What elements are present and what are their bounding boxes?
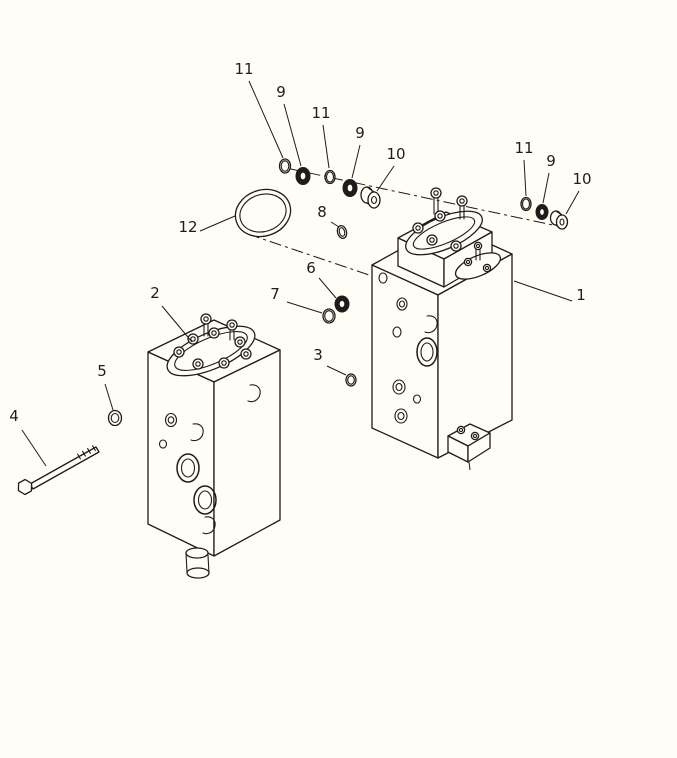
bolt-head: [450, 240, 462, 252]
bolt-head: [456, 425, 466, 435]
bolt-head: [218, 357, 230, 369]
callout-10-a: 10: [386, 145, 405, 163]
bolt-head: [200, 313, 212, 325]
o-ring-3: [345, 373, 357, 387]
washer-5: [107, 409, 123, 427]
retainer-clip: [247, 384, 261, 403]
leader-lines: [21, 80, 580, 467]
callout-8: 8: [317, 203, 327, 221]
block2-right-face: [213, 349, 281, 557]
callout-6: 6: [306, 259, 316, 277]
bolt-head: [234, 336, 246, 348]
callout-11-a: 11: [234, 60, 253, 78]
valve-block-right: [371, 187, 513, 463]
block2-bottom-stub: [185, 547, 210, 579]
retainer-clip: [424, 315, 438, 334]
callout-10-b: 10: [572, 170, 591, 188]
block1-second-plate: [454, 252, 502, 280]
seal-ring-11-c: [520, 196, 532, 212]
bolt-head: [208, 327, 220, 339]
bolt-head: [463, 257, 473, 267]
block1-ports: [378, 272, 438, 424]
block2-ports: [158, 412, 217, 515]
o-ring-9-a: [295, 167, 311, 185]
bolt-head: [226, 319, 238, 331]
bushing-10-b: [549, 210, 569, 230]
callout-9-a: 9: [276, 83, 286, 101]
callout-11-b: 11: [311, 104, 330, 122]
block2-front-face: [147, 351, 215, 557]
bolt-head: [430, 187, 442, 199]
bolt-head: [473, 241, 483, 251]
o-ring-6: [334, 295, 350, 313]
bushing-10-a: [360, 186, 381, 209]
callout-1: 1: [576, 286, 586, 304]
o-ring-9-c: [535, 204, 549, 220]
o-ring-8: [336, 224, 348, 240]
callout-5: 5: [97, 362, 107, 380]
bolt-head: [470, 431, 480, 441]
callout-7: 7: [270, 285, 280, 303]
bolt-head: [482, 263, 492, 273]
bolt-head: [240, 348, 252, 360]
bolt-head: [192, 358, 204, 370]
callout-9-b: 9: [355, 124, 365, 142]
bolt-4: [17, 445, 100, 496]
retainer-clip: [202, 516, 216, 535]
retainer-clip: [190, 423, 204, 442]
bolt-head: [456, 195, 468, 207]
callout-labels: 11 9 11 9 10 11 9 10 12 8 6 7 2 1 3 5 4: [9, 60, 591, 425]
callout-3: 3: [313, 346, 323, 364]
block1-front-face: [371, 264, 439, 459]
callout-12: 12: [178, 218, 197, 236]
o-ring-12: [234, 188, 292, 238]
callout-2: 2: [150, 284, 160, 302]
bolt-head: [173, 346, 185, 358]
o-ring-9-b: [342, 179, 358, 197]
bolt-head: [426, 234, 438, 246]
bolt-head: [412, 222, 424, 234]
bolt-head: [434, 210, 446, 222]
callout-11-c: 11: [514, 139, 533, 157]
valve-block-left: [147, 313, 281, 579]
seal-ring-7: [322, 308, 336, 324]
callout-4: 4: [9, 407, 19, 425]
block1-bottom-stub: [447, 423, 491, 463]
callout-9-c: 9: [546, 152, 556, 170]
seal-ring-11-b: [324, 169, 336, 185]
seal-ring-11-a: [278, 158, 292, 174]
